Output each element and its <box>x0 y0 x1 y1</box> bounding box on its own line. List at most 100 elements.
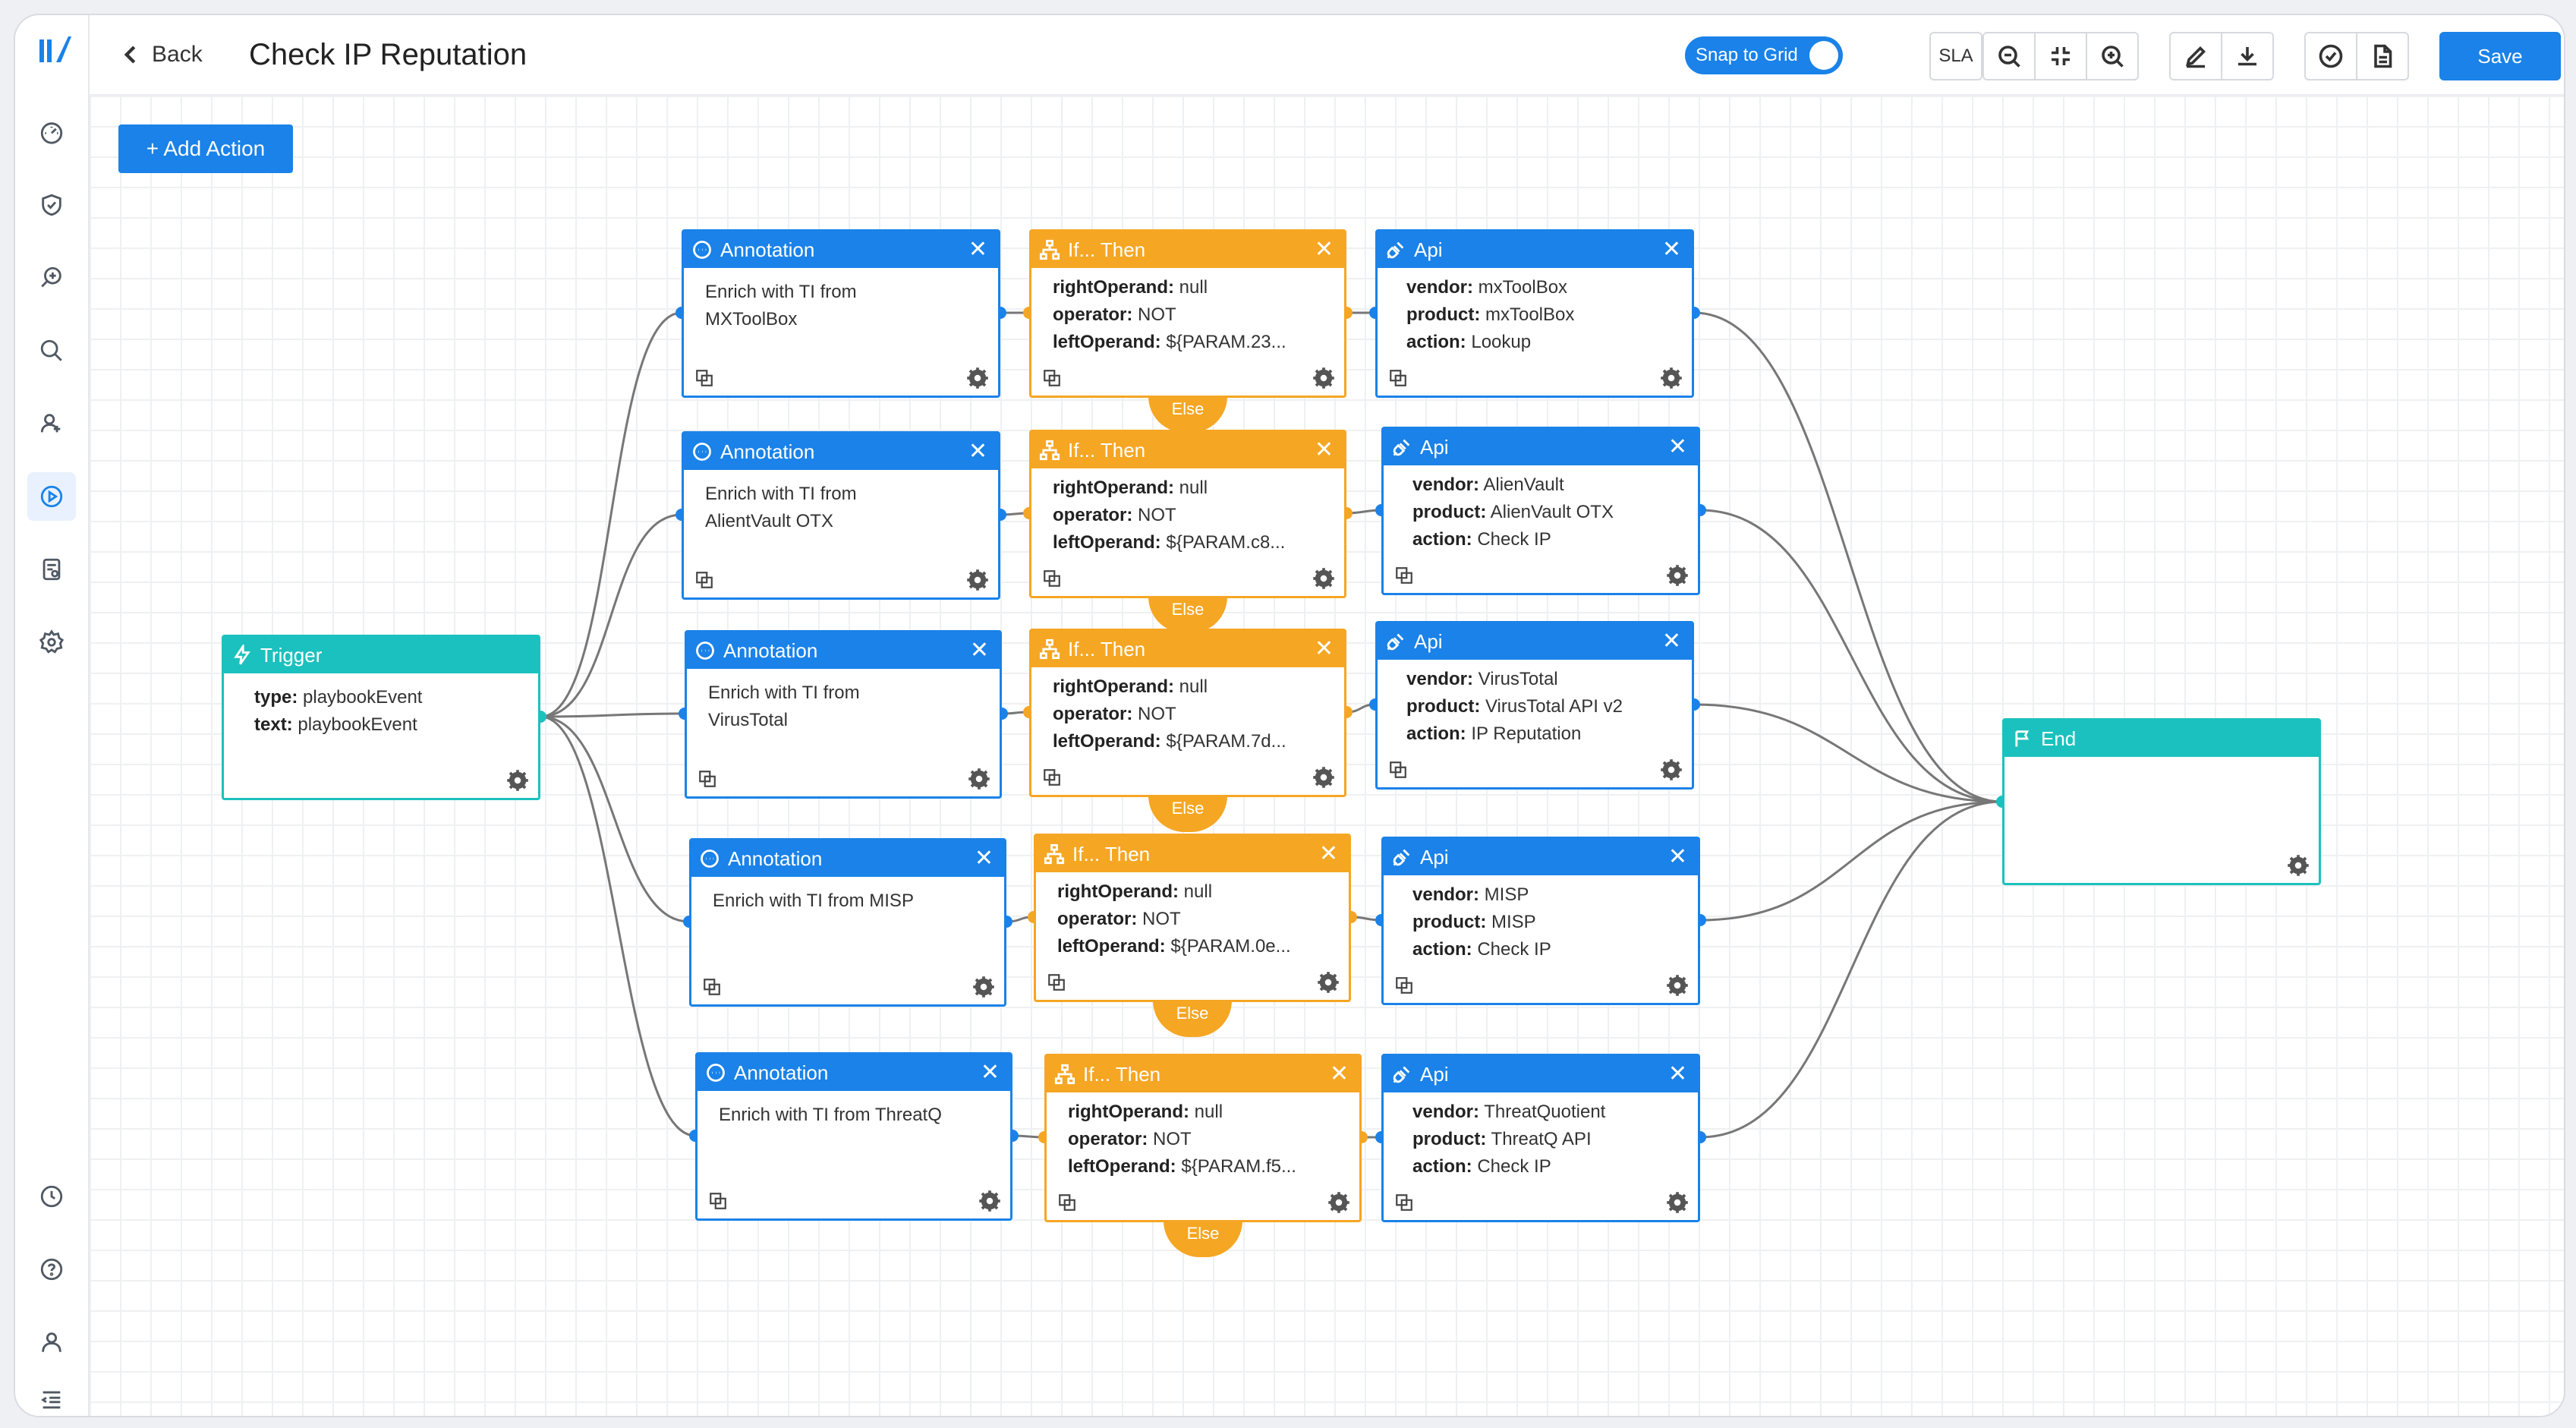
copy-icon[interactable] <box>1394 1193 1414 1212</box>
annotation-node[interactable]: Annotation ✕ Enrich with TI from AlientV… <box>682 431 1000 600</box>
gear-icon[interactable] <box>506 769 529 792</box>
back-button[interactable]: Back <box>120 38 203 71</box>
copy-icon[interactable] <box>1388 368 1408 388</box>
annotation-header[interactable]: Annotation ✕ <box>698 1054 1010 1091</box>
gear-icon[interactable] <box>966 569 989 591</box>
close-icon[interactable]: ✕ <box>1667 1061 1687 1086</box>
if-then-header[interactable]: If... Then ✕ <box>1031 631 1344 667</box>
close-icon[interactable]: ✕ <box>968 237 987 262</box>
close-icon[interactable]: ✕ <box>968 439 987 464</box>
copy-icon[interactable] <box>1047 972 1066 992</box>
trigger-header[interactable]: Trigger <box>224 637 538 673</box>
gear-icon[interactable] <box>968 768 990 790</box>
reports-icon[interactable] <box>27 545 76 594</box>
close-icon[interactable]: ✕ <box>1318 841 1338 866</box>
fit-view-button[interactable] <box>2034 32 2087 80</box>
annotation-header[interactable]: Annotation ✕ <box>684 433 998 470</box>
add-action-button[interactable]: + Add Action <box>118 125 293 173</box>
close-icon[interactable]: ✕ <box>1661 237 1681 262</box>
close-icon[interactable]: ✕ <box>1314 237 1334 262</box>
copy-icon[interactable] <box>1394 566 1414 585</box>
sla-button[interactable]: SLA <box>1929 32 1982 80</box>
logo-icon[interactable] <box>38 33 71 67</box>
close-icon[interactable]: ✕ <box>1667 844 1687 869</box>
if-then-node[interactable]: If... Then ✕ rightOperand: null operator… <box>1029 629 1346 797</box>
close-icon[interactable]: ✕ <box>1667 434 1687 459</box>
api-header[interactable]: Api ✕ <box>1384 839 1698 875</box>
copy-icon[interactable] <box>698 769 717 789</box>
save-button[interactable]: Save <box>2439 32 2561 80</box>
copy-icon[interactable] <box>694 368 714 388</box>
investigate-icon[interactable] <box>27 254 76 302</box>
copy-icon[interactable] <box>1042 768 1062 787</box>
annotation-header[interactable]: Annotation ✕ <box>687 632 1000 669</box>
else-branch[interactable]: Else <box>1148 796 1227 832</box>
annotation-node[interactable]: Annotation ✕ Enrich with TI from ThreatQ <box>695 1052 1012 1221</box>
api-header[interactable]: Api ✕ <box>1378 232 1692 268</box>
annotation-node[interactable]: Annotation ✕ Enrich with TI from MISP <box>689 838 1006 1007</box>
playbooks-icon[interactable] <box>27 472 76 521</box>
copy-icon[interactable] <box>702 977 722 997</box>
api-node[interactable]: Api ✕ vendor: MISP product: MISP action:… <box>1381 837 1700 1005</box>
validate-button[interactable] <box>2304 32 2357 80</box>
gear-icon[interactable] <box>1312 567 1335 590</box>
close-icon[interactable]: ✕ <box>980 1060 1000 1085</box>
api-header[interactable]: Api ✕ <box>1384 429 1698 465</box>
gear-icon[interactable] <box>1660 367 1683 389</box>
copy-icon[interactable] <box>1057 1193 1077 1212</box>
gear-icon[interactable] <box>972 976 995 998</box>
gear-icon[interactable] <box>966 367 989 389</box>
playbook-canvas[interactable]: + Add Action Trigger type: playbookEvent… <box>90 96 2564 1416</box>
api-node[interactable]: Api ✕ vendor: mxToolBox product: mxToolB… <box>1375 229 1694 398</box>
gear-icon[interactable] <box>1666 974 1689 997</box>
close-icon[interactable]: ✕ <box>1661 629 1681 654</box>
shield-check-icon[interactable] <box>27 181 76 229</box>
gear-icon[interactable] <box>978 1190 1001 1212</box>
annotation-node[interactable]: Annotation ✕ Enrich with TI from MXToolB… <box>682 229 1000 398</box>
gear-icon[interactable] <box>2287 854 2310 877</box>
else-branch[interactable]: Else <box>1153 1001 1232 1037</box>
download-button[interactable] <box>2221 32 2274 80</box>
gear-icon[interactable] <box>1327 1191 1350 1214</box>
close-icon[interactable]: ✕ <box>1329 1061 1349 1086</box>
if-then-header[interactable]: If... Then ✕ <box>1047 1056 1359 1092</box>
gear-icon[interactable] <box>1312 766 1335 789</box>
copy-icon[interactable] <box>708 1191 728 1211</box>
history-icon[interactable] <box>27 1172 76 1221</box>
copy-icon[interactable] <box>1042 368 1062 388</box>
close-icon[interactable]: ✕ <box>1314 636 1334 661</box>
profile-icon[interactable] <box>27 1318 76 1367</box>
if-then-node[interactable]: If... Then ✕ rightOperand: null operator… <box>1034 834 1351 1002</box>
end-node[interactable]: End <box>2002 718 2321 885</box>
api-header[interactable]: Api ✕ <box>1384 1056 1698 1092</box>
collapse-menu-icon[interactable] <box>27 1376 76 1416</box>
edit-button[interactable] <box>2169 32 2222 80</box>
else-branch[interactable]: Else <box>1148 597 1227 633</box>
snap-to-grid-toggle[interactable]: Snap to Grid <box>1685 36 1843 74</box>
zoom-out-button[interactable] <box>1982 32 2036 80</box>
dashboard-icon[interactable] <box>27 108 76 156</box>
document-button[interactable] <box>2356 32 2409 80</box>
if-then-node[interactable]: If... Then ✕ rightOperand: null operator… <box>1029 430 1346 598</box>
annotation-header[interactable]: Annotation ✕ <box>691 840 1004 877</box>
annotation-header[interactable]: Annotation ✕ <box>684 232 998 268</box>
else-branch[interactable]: Else <box>1164 1221 1242 1257</box>
search-icon[interactable] <box>27 326 76 375</box>
api-node[interactable]: Api ✕ vendor: ThreatQuotient product: Th… <box>1381 1054 1700 1222</box>
trigger-node[interactable]: Trigger type: playbookEvent text: playbo… <box>222 635 540 800</box>
copy-icon[interactable] <box>1394 976 1414 995</box>
if-then-node[interactable]: If... Then ✕ rightOperand: null operator… <box>1044 1054 1362 1222</box>
annotation-node[interactable]: Annotation ✕ Enrich with TI from VirusTo… <box>685 630 1002 799</box>
close-icon[interactable]: ✕ <box>1314 437 1334 462</box>
close-icon[interactable]: ✕ <box>974 846 994 871</box>
close-icon[interactable]: ✕ <box>969 638 989 663</box>
api-node[interactable]: Api ✕ vendor: AlienVault product: AlienV… <box>1381 427 1700 595</box>
if-then-node[interactable]: If... Then ✕ rightOperand: null operator… <box>1029 229 1346 398</box>
api-node[interactable]: Api ✕ vendor: VirusTotal product: VirusT… <box>1375 621 1694 790</box>
users-icon[interactable] <box>27 399 76 448</box>
gear-icon[interactable] <box>1312 367 1335 389</box>
else-branch[interactable]: Else <box>1148 396 1227 433</box>
if-then-header[interactable]: If... Then ✕ <box>1031 232 1344 268</box>
zoom-in-button[interactable] <box>2086 32 2139 80</box>
gear-icon[interactable] <box>1317 971 1340 994</box>
